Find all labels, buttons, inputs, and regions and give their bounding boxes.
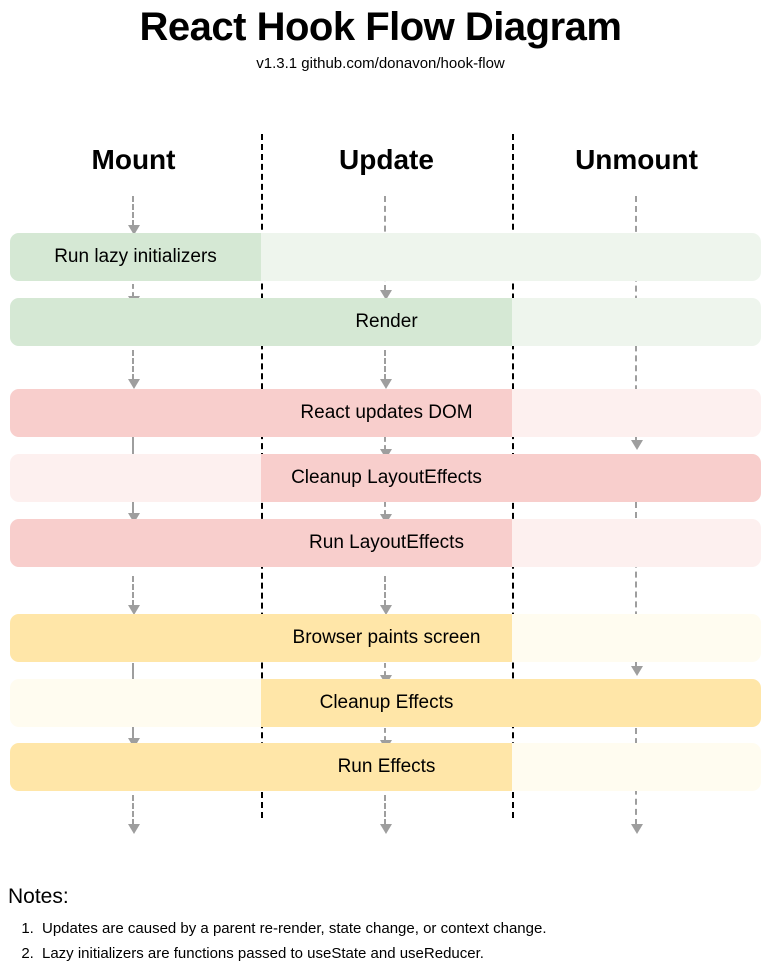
row-strong-segment bbox=[10, 743, 512, 791]
arrow-stem bbox=[384, 502, 386, 515]
arrow-head-icon bbox=[380, 379, 392, 389]
arrow-stem bbox=[132, 350, 134, 380]
arrow-stem bbox=[132, 795, 134, 825]
arrow-stem bbox=[384, 350, 386, 380]
row-strong-segment bbox=[261, 454, 761, 502]
lifecycle-row[interactable]: Cleanup LayoutEffects bbox=[10, 454, 761, 502]
lifecycle-row[interactable]: React updates DOM bbox=[10, 389, 761, 437]
lifecycle-row-label: React updates DOM bbox=[300, 402, 473, 423]
lifecycle-row-label: Browser paints screen bbox=[292, 627, 481, 648]
lifecycle-row-label: Run LayoutEffects bbox=[309, 532, 464, 553]
column-header-update: Update bbox=[339, 144, 434, 175]
lifecycle-row[interactable]: Browser paints screen bbox=[10, 614, 761, 662]
arrow-head-icon bbox=[380, 290, 392, 300]
arrow-stem bbox=[384, 795, 386, 825]
arrow-stem bbox=[384, 437, 386, 450]
arrow-head-icon bbox=[128, 379, 140, 389]
lifecycle-row[interactable]: Cleanup Effects bbox=[10, 679, 761, 727]
arrow-head-icon bbox=[380, 824, 392, 834]
lifecycle-row-label: Render bbox=[355, 311, 418, 332]
row-strong-segment bbox=[10, 389, 512, 437]
lifecycle-row-label: Run Effects bbox=[337, 756, 436, 777]
note-item: Lazy initializers are functions passed t… bbox=[38, 941, 753, 966]
arrow-stem bbox=[132, 196, 134, 226]
arrow-head-icon bbox=[631, 440, 643, 450]
arrow-head-icon bbox=[631, 824, 643, 834]
arrow-stem bbox=[132, 576, 134, 606]
lifecycle-row[interactable]: Run lazy initializers bbox=[10, 233, 761, 281]
row-strong-segment bbox=[10, 614, 512, 662]
lifecycle-row-label: Cleanup LayoutEffects bbox=[291, 467, 482, 488]
arrow-head-icon bbox=[128, 513, 140, 523]
page-subtitle: v1.3.1 github.com/donavon/hook-flow bbox=[256, 55, 505, 72]
arrow-head-icon bbox=[380, 605, 392, 615]
note-item: Updates are caused by a parent re-render… bbox=[38, 916, 753, 941]
lifecycle-row[interactable]: Render bbox=[10, 298, 761, 346]
arrow-head-icon bbox=[128, 225, 140, 235]
notes-title: Notes: bbox=[8, 885, 69, 908]
hook-flow-diagram: Mount Update Unmount bbox=[10, 134, 761, 834]
column-header-unmount: Unmount bbox=[575, 144, 698, 175]
lifecycle-row-label: Cleanup Effects bbox=[319, 692, 454, 713]
arrow-stem bbox=[384, 576, 386, 606]
row-strong-segment bbox=[10, 298, 512, 346]
arrow-head-icon bbox=[128, 605, 140, 615]
row-strong-segment bbox=[10, 233, 261, 281]
lifecycle-row[interactable]: Run Effects bbox=[10, 743, 761, 791]
row-strong-segment bbox=[10, 519, 512, 567]
column-header-mount: Mount bbox=[91, 144, 176, 175]
notes-list: Updates are caused by a parent re-render… bbox=[8, 916, 753, 966]
arrow-stem bbox=[635, 502, 637, 667]
lifecycle-row[interactable]: Run LayoutEffects bbox=[10, 519, 761, 567]
arrow-stem bbox=[384, 663, 386, 676]
notes-section: Notes: Updates are caused by a parent re… bbox=[8, 884, 753, 966]
arrow-stem bbox=[384, 728, 386, 741]
arrow-head-icon bbox=[128, 824, 140, 834]
row-strong-segment bbox=[261, 679, 761, 727]
lifecycle-row-label: Run lazy initializers bbox=[54, 246, 217, 267]
arrow-stem bbox=[132, 284, 134, 297]
arrow-head-icon bbox=[631, 666, 643, 676]
page-title: React Hook Flow Diagram bbox=[139, 5, 622, 49]
